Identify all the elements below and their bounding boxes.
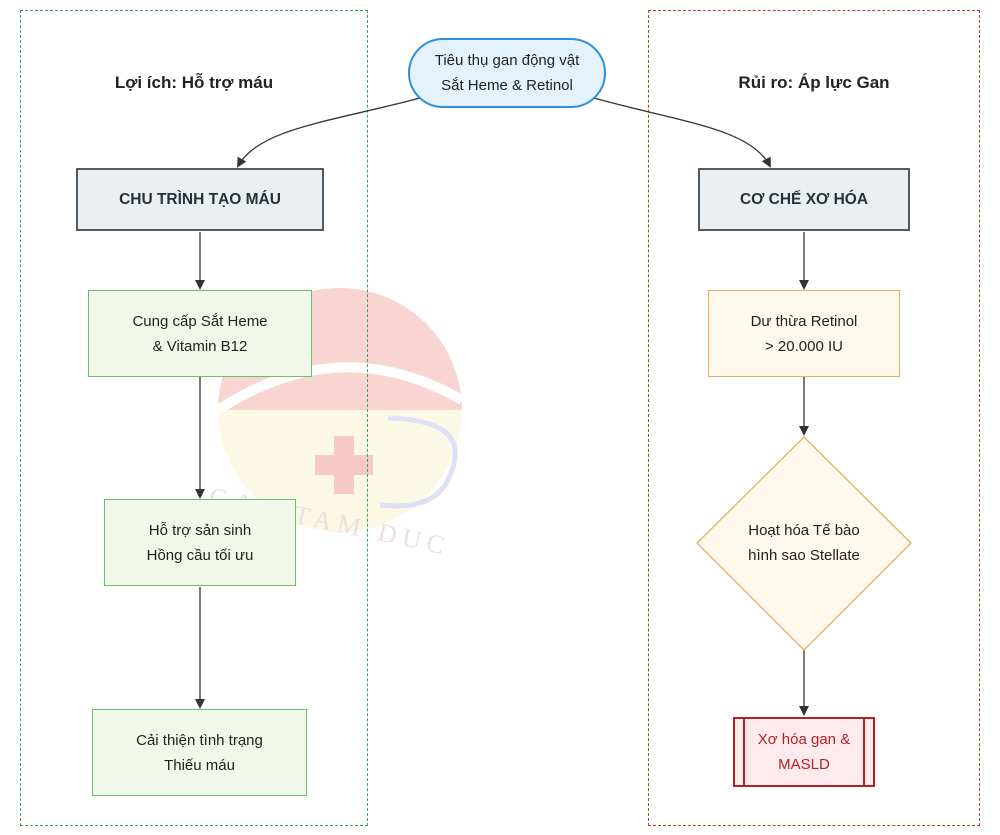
- right-header-label: CƠ CHẾ XƠ HÓA: [739, 191, 869, 208]
- decision-label: Hoạt hóa Tế bào hình sao Stellate: [748, 522, 860, 564]
- edge-start-to-right-header: [593, 97, 771, 168]
- left-step-1[interactable]: Cung cấp Sắt Heme & Vitamin B12: [88, 290, 312, 377]
- left-cluster-title: Lợi ích: Hỗ trợ máu: [114, 73, 274, 92]
- outcome-bar-left: [743, 719, 745, 785]
- watermark-cross-h: [315, 455, 373, 475]
- start-node-label: Tiêu thụ gan động vật Sắt Heme & Retinol: [434, 52, 580, 94]
- watermark-wave: [215, 362, 465, 415]
- right-header-node[interactable]: CƠ CHẾ XƠ HÓA: [698, 168, 910, 231]
- left-step-2[interactable]: Hỗ trợ sản sinh Hồng cầu tối ưu: [104, 499, 296, 586]
- right-step-1[interactable]: Dư thừa Retinol > 20.000 IU: [708, 290, 900, 377]
- left-step-2-label: Hỗ trợ sản sinh Hồng cầu tối ưu: [146, 521, 254, 564]
- right-step-1-label: Dư thừa Retinol > 20.000 IU: [750, 312, 858, 355]
- start-node[interactable]: Tiêu thụ gan động vật Sắt Heme & Retinol: [408, 38, 606, 108]
- left-step-1-label: Cung cấp Sắt Heme & Vitamin B12: [132, 312, 268, 355]
- edge-start-to-left-header: [236, 97, 421, 168]
- left-header-node[interactable]: CHU TRÌNH TẠO MÁU: [76, 168, 324, 231]
- right-cluster: Rủi ro: Áp lực Gan: [648, 10, 980, 826]
- left-cluster: Lợi ích: Hỗ trợ máu: [20, 10, 368, 826]
- outcome-node[interactable]: Xơ hóa gan & MASLD: [733, 717, 875, 787]
- decision-node[interactable]: Hoạt hóa Tế bào hình sao Stellate: [720, 500, 888, 586]
- decision-diamond: [696, 436, 912, 651]
- right-cluster-title: Rủi ro: Áp lực Gan: [738, 73, 890, 92]
- left-step-3[interactable]: Cải thiện tình trạng Thiếu máu: [92, 709, 307, 796]
- watermark-cross-v: [334, 436, 354, 494]
- watermark-letter-d: [379, 415, 458, 509]
- outcome-label: Xơ hóa gan & MASLD: [757, 731, 851, 773]
- outcome-bar-right: [863, 719, 865, 785]
- left-header-label: CHU TRÌNH TẠO MÁU: [119, 191, 281, 208]
- left-step-3-label: Cải thiện tình trạng Thiếu máu: [136, 731, 263, 774]
